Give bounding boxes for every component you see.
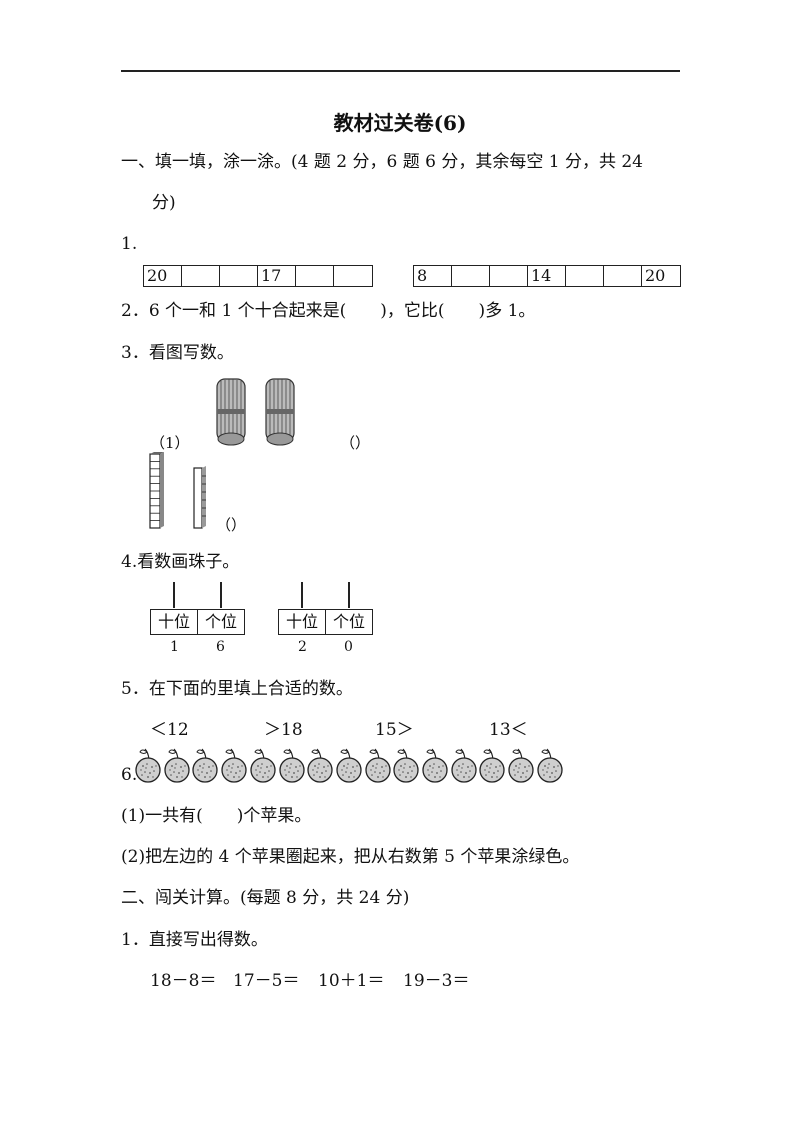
stick-bundle-icon: [265, 378, 295, 446]
q1-right-cell: 20: [645, 266, 666, 285]
apple-icon[interactable]: [220, 746, 248, 784]
q1-right-cell: 14: [528, 266, 566, 286]
q1-left-cell: 20: [144, 266, 182, 286]
abacus-rod-tens[interactable]: [301, 582, 303, 608]
apple-icon[interactable]: [421, 746, 449, 784]
place-value-box: 十位 个位: [278, 609, 373, 635]
q1-left-cell[interactable]: [220, 266, 258, 286]
tens-label: 十位: [285, 612, 318, 631]
q1-label: 1.: [121, 234, 138, 254]
q1-right-cell: 8: [414, 266, 452, 286]
tens-digit: 1: [170, 639, 179, 655]
q1-left-cell: 17: [258, 266, 296, 286]
apple-icon[interactable]: [278, 746, 306, 784]
q4-text: 4.看数画珠子。: [121, 552, 240, 572]
q1-left-cell[interactable]: [296, 266, 334, 286]
page-title: 教材过关卷(6): [333, 111, 467, 135]
abacus-rod-ones[interactable]: [348, 582, 350, 608]
apple-icon[interactable]: [536, 746, 564, 784]
q5-text: 5．在下面的里填上合适的数。: [121, 679, 353, 699]
q1-left-cell[interactable]: [182, 266, 220, 286]
calc-problem[interactable]: 10＋1＝: [318, 971, 385, 991]
q1-number-row-left: 20 17: [143, 265, 373, 287]
section2-q1-text: 1．直接写出得数。: [121, 930, 268, 950]
stick-bundle-icon: [216, 378, 246, 446]
q5-item[interactable]: 13＜: [489, 720, 528, 740]
section1-heading-line2: 分): [152, 193, 176, 213]
q2-text: 2．6 个一和 1 个十合起来是( )，它比( )多 1。: [121, 301, 536, 321]
abacus-right: 十位 个位 2 0: [278, 582, 374, 662]
apple-icon[interactable]: [134, 746, 162, 784]
q5-item[interactable]: ＜12: [150, 720, 189, 740]
q5-item[interactable]: 15＞: [375, 720, 414, 740]
q5-item[interactable]: ＞18: [264, 720, 303, 740]
calc-problem[interactable]: 17－5＝: [233, 971, 300, 991]
place-value-box: 十位 个位: [150, 609, 245, 635]
q1-left-cell[interactable]: [334, 266, 372, 286]
apple-icon[interactable]: [191, 746, 219, 784]
abacus-rod-tens[interactable]: [173, 582, 175, 608]
apple-icon[interactable]: [450, 746, 478, 784]
ones-digit: 6: [216, 639, 225, 655]
ten-rod-icon: [149, 452, 164, 529]
tens-label: 十位: [157, 612, 190, 631]
q3-answer2[interactable]: （）: [216, 516, 247, 534]
ones-digit: 0: [344, 639, 353, 655]
q6-sub1: (1)一共有( )个苹果。: [121, 806, 312, 826]
apple-icon[interactable]: [364, 746, 392, 784]
calc-problem[interactable]: 19－3＝: [403, 971, 470, 991]
section1-heading-line1: 一、填一填，涂一涂。(4 题 2 分，6 题 6 分，其余每空 1 分，共 24: [121, 152, 643, 172]
q1-right-cell[interactable]: [566, 266, 604, 286]
unit-rod-icon: [193, 466, 206, 529]
ones-label: 个位: [325, 610, 372, 634]
apple-icon[interactable]: [335, 746, 363, 784]
abacus-rod-ones[interactable]: [220, 582, 222, 608]
q1-number-row-right: 8 14 20: [413, 265, 681, 287]
section2-heading: 二、闯关计算。(每题 8 分，共 24 分): [121, 888, 410, 908]
q6-label: 6.: [121, 765, 138, 785]
apple-icon[interactable]: [392, 746, 420, 784]
q3-part1-label: （1）: [150, 434, 190, 452]
tens-digit: 2: [298, 639, 307, 655]
apple-icon[interactable]: [249, 746, 277, 784]
ones-label: 个位: [197, 610, 244, 634]
q1-right-cell[interactable]: [490, 266, 528, 286]
q1-right-cell[interactable]: [452, 266, 490, 286]
apple-icon[interactable]: [507, 746, 535, 784]
header-rule: [121, 70, 680, 72]
q1-right-cell[interactable]: [604, 266, 642, 286]
q6-sub2: (2)把左边的 4 个苹果圈起来，把从右数第 5 个苹果涂绿色。: [121, 847, 580, 867]
apple-icon[interactable]: [163, 746, 191, 784]
calc-problem[interactable]: 18－8＝: [150, 971, 217, 991]
q3-text: 3．看图写数。: [121, 343, 234, 363]
apple-icon[interactable]: [306, 746, 334, 784]
apple-icon[interactable]: [478, 746, 506, 784]
abacus-left: 十位 个位 1 6: [150, 582, 246, 662]
q3-answer1[interactable]: （）: [340, 434, 371, 452]
